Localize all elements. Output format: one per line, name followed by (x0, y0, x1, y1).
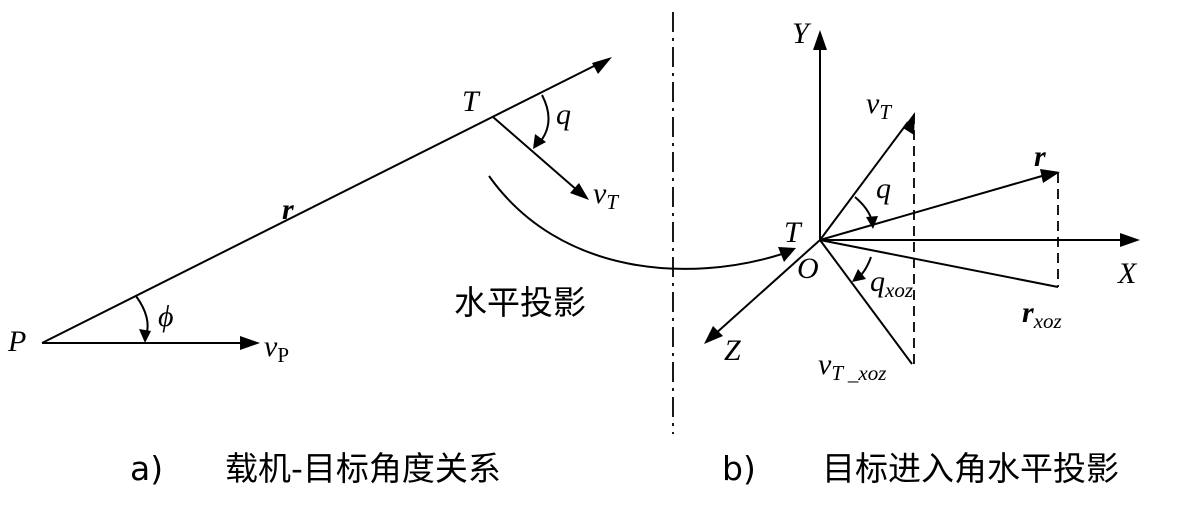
right-panel: Y X Z O T q r vT qxoz rxoz vT _xoz b) 目标… (704, 17, 1140, 488)
q-xoz-arrowhead (852, 269, 866, 282)
q-arc-arrowhead (533, 134, 546, 149)
origin-label: O (797, 252, 819, 285)
axis-x-arrowhead (1120, 233, 1140, 247)
phi-arc-arrowhead (139, 329, 151, 343)
axis-y-arrowhead (813, 30, 827, 50)
angle-q-xoz-label: qxoz (870, 265, 913, 302)
r-vector (819, 175, 1043, 241)
range-vector-label-b: r (1034, 140, 1046, 173)
range-line (41, 62, 601, 344)
r-vector-arrowhead (1040, 169, 1060, 183)
projection-curve (488, 175, 783, 270)
vt-vector (819, 121, 909, 241)
velocity-t-xoz-label: vT _xoz (818, 348, 886, 385)
range-vector-label: r (282, 193, 294, 226)
range-arrowhead (592, 57, 612, 74)
projection-curve-arrowhead (778, 247, 796, 262)
velocity-t-label-b: vT (866, 87, 892, 124)
range-xoz-label: rxoz (1022, 296, 1062, 333)
caption-b-text: 目标进入角水平投影 (822, 449, 1119, 488)
r-xoz-vector (819, 239, 1059, 288)
left-panel: P T r ϕ q vP vT 水平投影 a) 载机-目标角度关系 (7, 57, 796, 488)
angle-q-label-b: q (876, 172, 891, 205)
q-angle-arrowhead (866, 216, 878, 229)
vt-vector-arrowhead (903, 112, 915, 135)
caption-b-letter: b) (722, 449, 756, 488)
vt-line (492, 116, 579, 192)
caption-a-text: 载机-目标角度关系 (225, 449, 501, 488)
vt-arrowhead (570, 183, 589, 200)
projection-label: 水平投影 (454, 283, 586, 322)
angle-phi-label: ϕ (158, 300, 174, 333)
point-t-label-b: T (784, 216, 803, 249)
point-p-label: P (7, 325, 26, 358)
caption-a-letter: a) (130, 449, 163, 488)
velocity-t-label: vT (593, 177, 619, 214)
velocity-p-label: vP (264, 330, 289, 367)
axis-z-arrowhead (704, 326, 723, 344)
vp-arrowhead (240, 336, 260, 350)
point-t-label: T (462, 85, 481, 118)
axis-x-label: X (1117, 257, 1138, 290)
vt-xoz-vector (819, 239, 913, 365)
axis-z-label: Z (724, 334, 741, 367)
axis-z-line (713, 239, 821, 336)
axis-y-label: Y (792, 17, 812, 50)
angle-q-label: q (556, 98, 571, 131)
q-arc (539, 94, 550, 143)
